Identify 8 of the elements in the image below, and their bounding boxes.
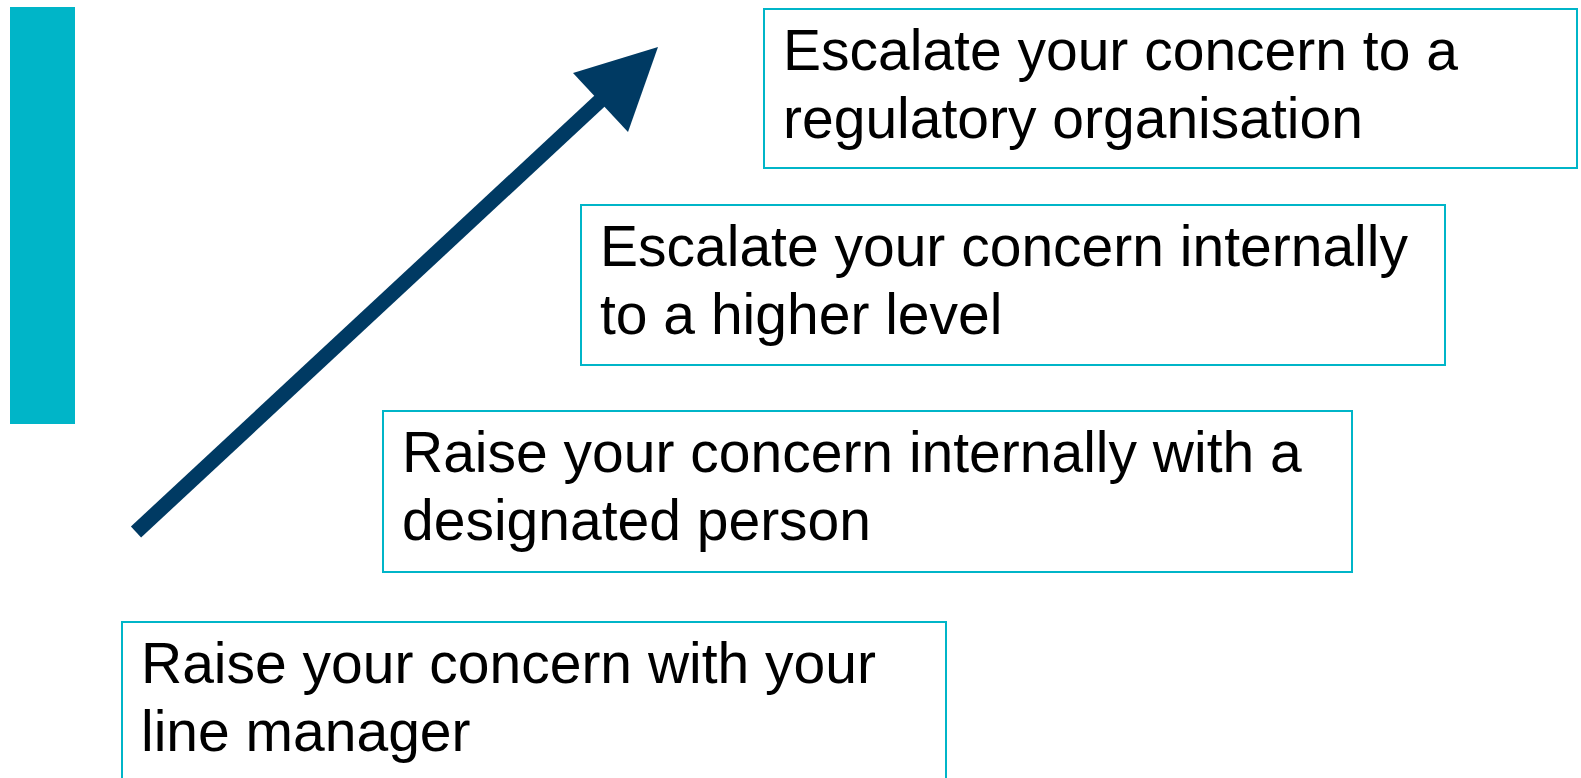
step-box bbox=[121, 621, 947, 778]
step-box bbox=[382, 410, 1353, 573]
step-text: Escalate your concern internally to a higher level bbox=[600, 213, 1409, 348]
step-box bbox=[580, 204, 1446, 366]
step-text: Raise your concern internally with a designated person bbox=[402, 419, 1303, 554]
step-text: Raise your concern with your line manager bbox=[141, 630, 877, 765]
step-box bbox=[763, 8, 1578, 169]
step-text: Escalate your concern to a regulatory organisation bbox=[783, 17, 1459, 152]
